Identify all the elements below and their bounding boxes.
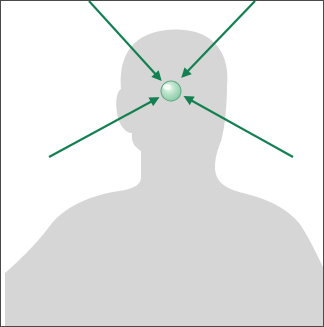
orb-highlight bbox=[163, 84, 171, 90]
glowing-orb-icon bbox=[161, 81, 181, 101]
human-silhouette bbox=[5, 30, 323, 327]
